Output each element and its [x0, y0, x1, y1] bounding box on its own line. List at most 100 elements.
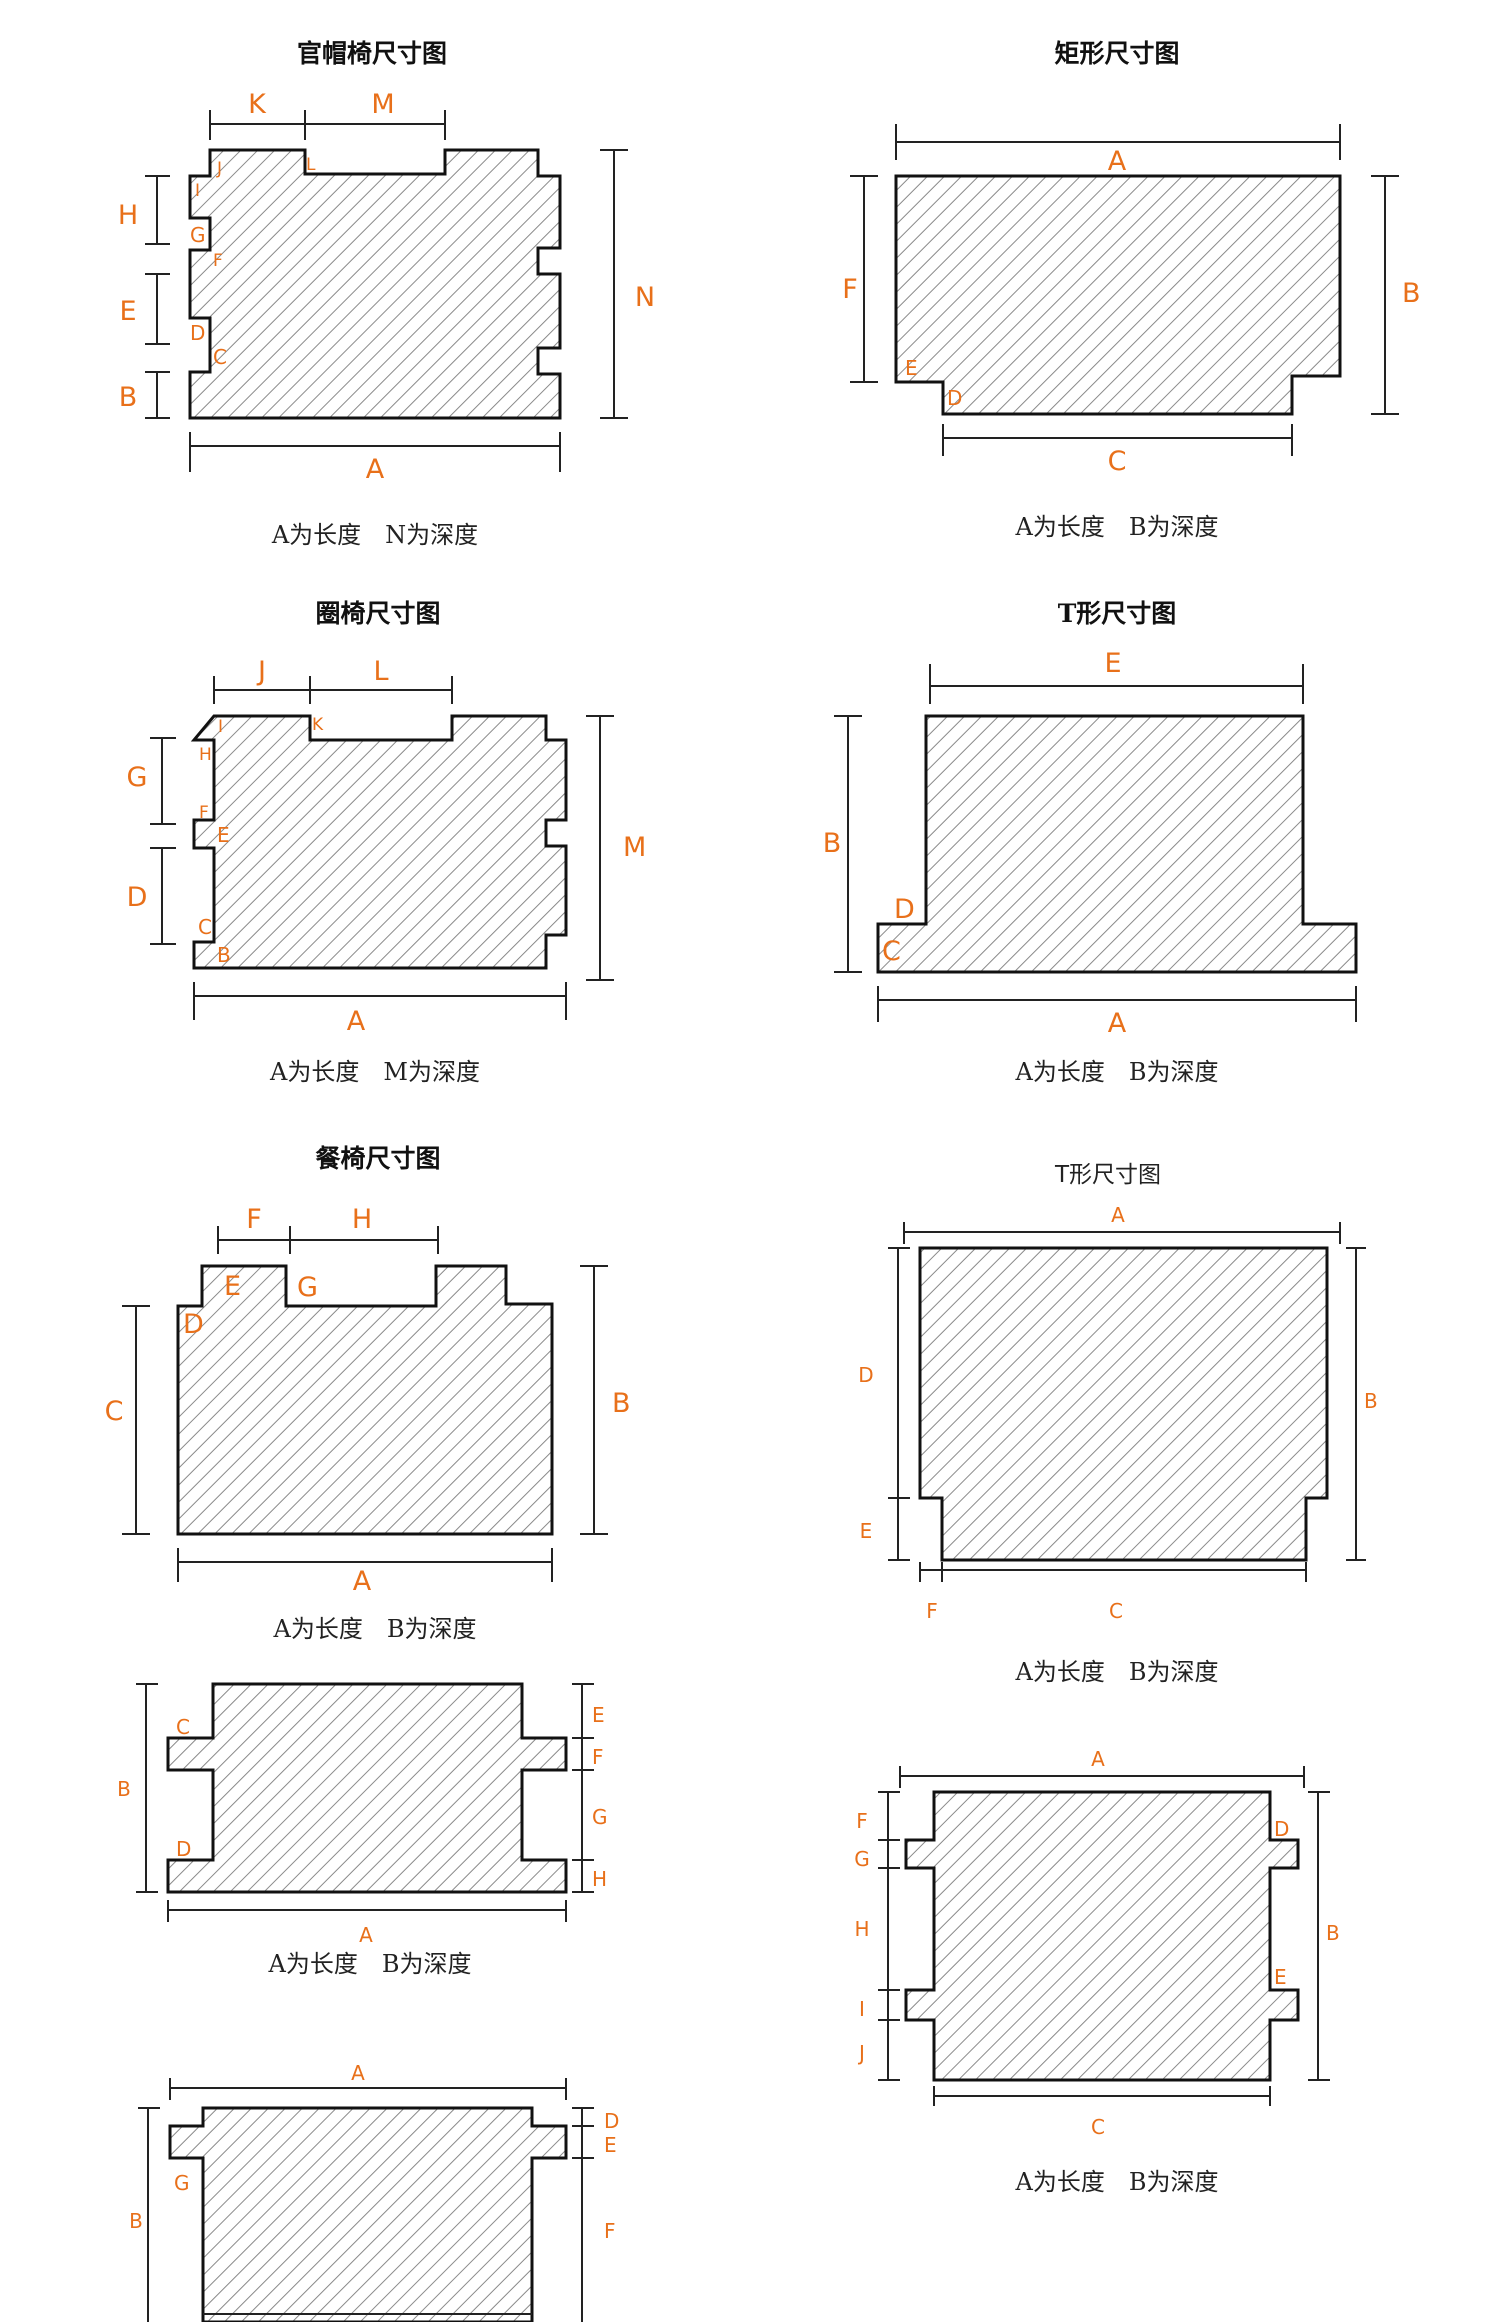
dim-label-h: H: [592, 1867, 607, 1891]
dim-label-i: I: [859, 1997, 865, 2021]
panel-caption: A为长度 B为深度: [268, 1950, 472, 1978]
corner-label-e: E: [224, 1271, 241, 1302]
panel-title: T形尺寸图: [1058, 599, 1177, 628]
dim-label-l: L: [373, 656, 388, 687]
panel-title: T形尺寸图: [1054, 1162, 1161, 1188]
dim-label-b: B: [612, 1388, 631, 1419]
dim-label-d: D: [858, 1363, 873, 1387]
panel-quan-chair: 圈椅尺寸图 J L I K H F E C B G D M A A为长度 M为深…: [127, 599, 647, 1086]
dim-label-d: D: [127, 882, 148, 913]
dim-label-e: E: [592, 1703, 605, 1727]
panel-caption: A为长度 B为深度: [1015, 1658, 1219, 1686]
dim-label-j: J: [256, 656, 266, 687]
corner-label-e: E: [905, 356, 918, 380]
dim-label-f: F: [926, 1599, 938, 1623]
panel-caption: A为长度 B为深度: [273, 1615, 477, 1643]
corner-label-g: G: [174, 2171, 190, 2195]
cushion-7-outline: [168, 2106, 568, 2322]
dim-label-e: E: [1104, 648, 1121, 679]
dim-label-c: C: [1108, 446, 1127, 477]
panel-guanmao-chair: 官帽椅尺寸图 K M J L I G F D C H E B A: [118, 39, 655, 549]
panel-t-shape-2: T形尺寸图 A D E B F C A为长度 B为深度: [858, 1162, 1377, 1686]
panel-cushion-7: A D E F G B: [129, 2061, 619, 2322]
corner-label-d: D: [190, 321, 205, 345]
panel-cushion-6: A F G H I J D E B C A为长度 B为深度: [854, 1747, 1339, 2196]
dim-label-c: C: [1109, 1599, 1123, 1623]
panel-title: 餐椅尺寸图: [315, 1144, 440, 1173]
dim-label-a: A: [1091, 1747, 1105, 1771]
dim-label-f: F: [842, 274, 858, 305]
dim-label-g: G: [127, 762, 148, 793]
dim-label-h: H: [352, 1204, 372, 1235]
dim-label-g: G: [592, 1805, 608, 1829]
corner-label-f: F: [199, 803, 209, 823]
dim-label-a: A: [366, 454, 385, 485]
dim-label-m: M: [371, 89, 394, 120]
corner-label-e: E: [217, 823, 230, 847]
corner-label-c: C: [176, 1715, 190, 1739]
panel-dining-chair: 餐椅尺寸图 F H E G D C B A A为长度 B为深度: [105, 1144, 631, 1643]
corner-label-d: D: [947, 386, 962, 410]
panel-t-shape: T形尺寸图 E B D C A A为长度 B为深度: [823, 599, 1358, 1086]
corner-label-d: D: [176, 1837, 191, 1861]
dim-label-c: C: [1091, 2115, 1105, 2139]
dim-label-g: G: [854, 1847, 870, 1871]
dim-label-c: C: [105, 1396, 124, 1427]
panel-cushion-5: B C D E F G H A A为长度 B为深度: [117, 1682, 608, 1978]
dim-label-b: B: [823, 828, 842, 859]
dining-chair-outline: [176, 1264, 554, 1536]
dim-label-e: E: [604, 2133, 617, 2157]
panel-caption: A为长度 B为深度: [1015, 513, 1219, 541]
dim-label-b: B: [119, 382, 138, 413]
corner-label-g: G: [297, 1272, 318, 1303]
dim-label-b: B: [117, 1777, 131, 1801]
dim-label-a: A: [1108, 146, 1127, 177]
t-shape-outline: [876, 714, 1358, 974]
corner-label-e: E: [1274, 1965, 1287, 1989]
corner-label-h: H: [199, 745, 212, 765]
corner-label-d: D: [894, 894, 915, 925]
dim-label-m: M: [623, 832, 646, 863]
panel-rectangle: 矩形尺寸图 A F B E D C A为长度 B为深度: [842, 39, 1420, 541]
dim-label-f: F: [856, 1809, 868, 1833]
panel-title: 圈椅尺寸图: [315, 599, 440, 628]
dim-label-f: F: [246, 1204, 262, 1235]
panel-caption: A为长度 N为深度: [271, 521, 478, 549]
dim-label-h: H: [118, 200, 138, 231]
cushion-6-outline: [904, 1790, 1300, 2082]
panel-title: 矩形尺寸图: [1054, 39, 1179, 68]
dim-label-k: K: [248, 89, 267, 120]
quan-chair-outline: [190, 714, 568, 970]
corner-label-j: J: [216, 159, 222, 179]
panel-caption: A为长度 B为深度: [1015, 2168, 1219, 2196]
panel-title: 官帽椅尺寸图: [297, 39, 447, 68]
dim-label-a: A: [359, 1923, 373, 1947]
corner-label-d: D: [1274, 1817, 1289, 1841]
corner-label-b: B: [217, 943, 231, 967]
dim-label-e: E: [860, 1519, 873, 1543]
dim-label-e: E: [119, 296, 136, 327]
dim-label-b: B: [1402, 278, 1421, 309]
guanmao-chair-outline: [188, 148, 562, 420]
corner-label-f: F: [213, 251, 223, 271]
dim-label-n: N: [635, 282, 655, 313]
cushion-5-outline: [166, 1682, 568, 1894]
dim-label-d: D: [604, 2109, 619, 2133]
rectangle-outline: [894, 174, 1342, 416]
corner-label-k: K: [312, 715, 324, 735]
dim-label-j: J: [857, 2041, 865, 2065]
corner-label-c: C: [213, 345, 227, 369]
dim-label-a: A: [1111, 1203, 1125, 1227]
corner-label-i: I: [218, 717, 223, 737]
dim-label-h: H: [854, 1917, 869, 1941]
dim-label-a: A: [351, 2061, 365, 2085]
dim-label-f: F: [592, 1745, 604, 1769]
dim-label-b: B: [129, 2209, 143, 2233]
dim-label-b: B: [1364, 1389, 1378, 1413]
corner-label-c: C: [198, 915, 212, 939]
dim-label-b: B: [1326, 1921, 1340, 1945]
corner-label-c: C: [882, 936, 901, 967]
panel-caption: A为长度 M为深度: [269, 1058, 480, 1086]
t-shape-2-outline: [918, 1246, 1329, 1562]
